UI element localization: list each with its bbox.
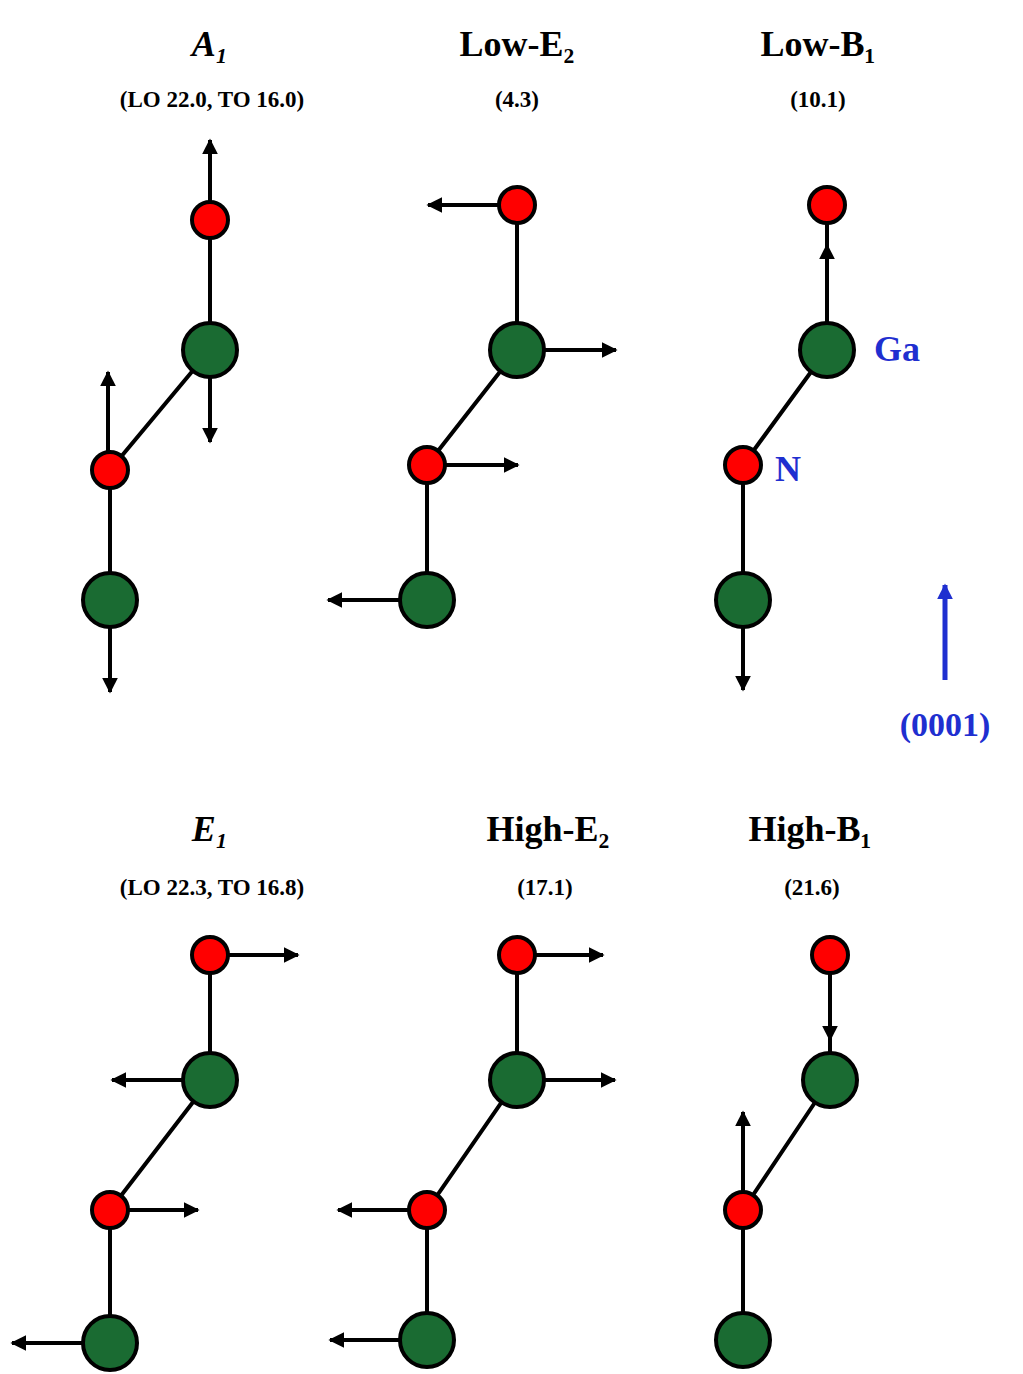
mode-title: Low-E₂ bbox=[460, 25, 575, 65]
mode-title: High-B₁ bbox=[749, 810, 872, 850]
displacement-arrow bbox=[535, 953, 603, 957]
displacement-arrow bbox=[208, 140, 212, 202]
ga-atom bbox=[183, 323, 237, 377]
bond-chain bbox=[427, 955, 517, 1340]
displacement-arrow bbox=[544, 348, 616, 352]
mode-frequency: (17.1) bbox=[517, 875, 573, 900]
displacement-arrow bbox=[741, 627, 745, 690]
displacement-arrow bbox=[544, 1078, 615, 1082]
n-atom bbox=[409, 1192, 445, 1228]
n-atom bbox=[812, 937, 848, 973]
bond-chain bbox=[110, 220, 210, 600]
ga-atom bbox=[716, 573, 770, 627]
ga-atom bbox=[400, 573, 454, 627]
ga-atom bbox=[490, 323, 544, 377]
mode-frequency: (10.1) bbox=[790, 87, 846, 112]
displacement-arrow bbox=[12, 1341, 83, 1345]
displacement-arrow bbox=[828, 973, 832, 1040]
displacement-arrow bbox=[112, 1078, 183, 1082]
ga-atom bbox=[83, 573, 137, 627]
axis-label: (0001) bbox=[900, 706, 991, 743]
bond-chain bbox=[743, 205, 827, 600]
displacement-arrow bbox=[228, 953, 298, 957]
ga-atom bbox=[716, 1313, 770, 1367]
mode-title: Low-B₁ bbox=[761, 25, 876, 65]
ga-atom bbox=[83, 1316, 137, 1370]
n-atom bbox=[725, 1192, 761, 1228]
displacement-arrow bbox=[338, 1208, 409, 1212]
displacement-arrows bbox=[12, 140, 830, 1343]
displacement-arrow bbox=[208, 377, 212, 442]
displacement-arrow bbox=[128, 1208, 198, 1212]
ga-atom bbox=[800, 323, 854, 377]
atom-label: N bbox=[775, 450, 801, 490]
mode-frequency: (LO 22.0, TO 16.0) bbox=[120, 87, 304, 112]
displacement-arrow bbox=[328, 598, 400, 602]
mode-title: E₁ bbox=[192, 810, 229, 850]
bond-chain bbox=[743, 955, 830, 1340]
ga-atom bbox=[490, 1053, 544, 1107]
n-atom bbox=[92, 452, 128, 488]
n-atom bbox=[192, 202, 228, 238]
n-atom bbox=[409, 447, 445, 483]
atoms bbox=[83, 187, 857, 1370]
n-atom bbox=[499, 187, 535, 223]
displacement-arrow bbox=[741, 1112, 745, 1192]
mode-frequency: (LO 22.3, TO 16.8) bbox=[120, 875, 304, 900]
displacement-arrow bbox=[106, 372, 110, 452]
displacement-arrow bbox=[825, 245, 829, 323]
n-atom bbox=[499, 937, 535, 973]
bonds bbox=[110, 205, 830, 1343]
n-atom bbox=[92, 1192, 128, 1228]
displacement-arrow bbox=[428, 203, 499, 207]
ga-atom bbox=[183, 1053, 237, 1107]
displacement-arrow bbox=[445, 463, 518, 467]
ga-atom bbox=[400, 1313, 454, 1367]
c-axis-arrow bbox=[943, 585, 948, 680]
mode-title: A₁ bbox=[192, 25, 229, 65]
n-atom bbox=[725, 447, 761, 483]
ga-atom bbox=[803, 1053, 857, 1107]
displacement-arrow bbox=[330, 1338, 400, 1342]
atom-label: Ga bbox=[874, 330, 920, 370]
mode-frequency: (21.6) bbox=[784, 875, 840, 900]
n-atom bbox=[809, 187, 845, 223]
bond-chain bbox=[110, 955, 210, 1343]
n-atom bbox=[192, 937, 228, 973]
mode-frequency: (4.3) bbox=[495, 87, 539, 112]
bond-chain bbox=[427, 205, 517, 600]
displacement-arrow bbox=[108, 627, 112, 692]
mode-title: High-E₂ bbox=[487, 810, 610, 850]
